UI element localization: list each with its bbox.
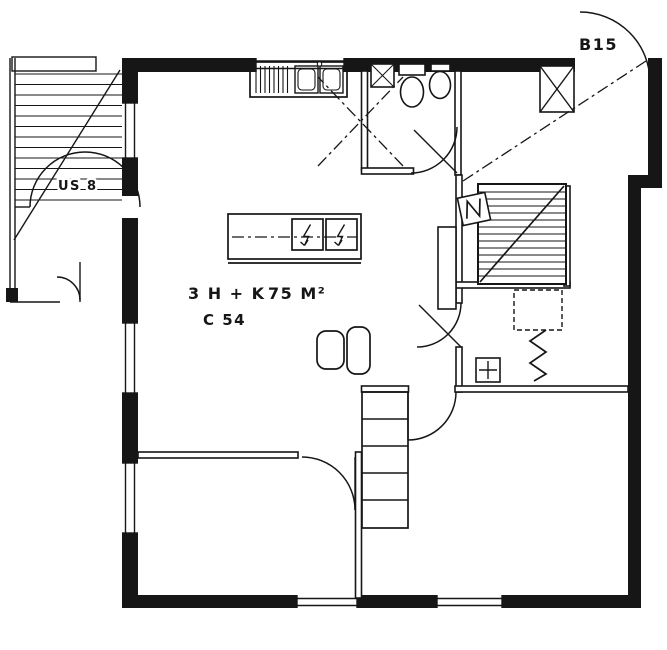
wardrobe xyxy=(361,391,409,529)
door-leaf xyxy=(413,129,458,174)
rooms-label: 3 H + K xyxy=(188,284,266,303)
armchair-icon xyxy=(316,330,345,370)
vent-dashdot-line xyxy=(462,60,647,182)
utility-room xyxy=(475,289,563,383)
drain-rack xyxy=(255,66,289,93)
oven-icon xyxy=(325,218,358,251)
entry-hall xyxy=(462,60,647,182)
window xyxy=(436,595,503,608)
sauna-heater-icon xyxy=(456,191,492,227)
windows xyxy=(122,58,503,608)
faucet-icon xyxy=(316,61,323,67)
window xyxy=(122,462,138,534)
door-arc xyxy=(29,151,141,208)
armchair-group xyxy=(316,326,371,375)
window xyxy=(296,595,358,608)
door-arc xyxy=(407,391,457,441)
door-leaf xyxy=(418,304,462,348)
wall-stub xyxy=(6,288,18,302)
flue-dashdot-line xyxy=(317,76,404,167)
wc-icon xyxy=(398,63,426,108)
unit-label: C 54 xyxy=(203,311,246,329)
entrance-label: B15 xyxy=(579,35,618,54)
hatched-stairs xyxy=(477,183,567,285)
drain-icon xyxy=(528,329,548,382)
kitchen xyxy=(227,61,404,264)
duct-shaft xyxy=(437,226,457,310)
entry-closet xyxy=(539,65,575,113)
entrance-door-arc xyxy=(579,11,651,83)
armchair-icon xyxy=(346,326,371,375)
interior-walls xyxy=(137,70,629,599)
shower-icon xyxy=(370,63,395,88)
doors xyxy=(29,11,651,511)
stove-icon xyxy=(291,218,324,251)
washbasin-icon xyxy=(428,63,452,100)
stairwell xyxy=(6,56,122,303)
flue-dashdot-line xyxy=(317,76,404,167)
reserved-cabinet-outline xyxy=(513,289,563,331)
sink-unit xyxy=(249,61,348,98)
window xyxy=(122,322,138,394)
stair-steps xyxy=(15,73,122,201)
kitchen-counter xyxy=(227,213,362,264)
handbasin-icon xyxy=(475,357,501,383)
outer-walls xyxy=(122,58,662,608)
door-arc xyxy=(56,276,81,301)
area-label: 75 M² xyxy=(268,284,326,303)
door-arc xyxy=(301,456,356,511)
stair-type-label: US 8 xyxy=(58,179,98,194)
window xyxy=(122,102,138,159)
bathroom xyxy=(370,63,452,108)
